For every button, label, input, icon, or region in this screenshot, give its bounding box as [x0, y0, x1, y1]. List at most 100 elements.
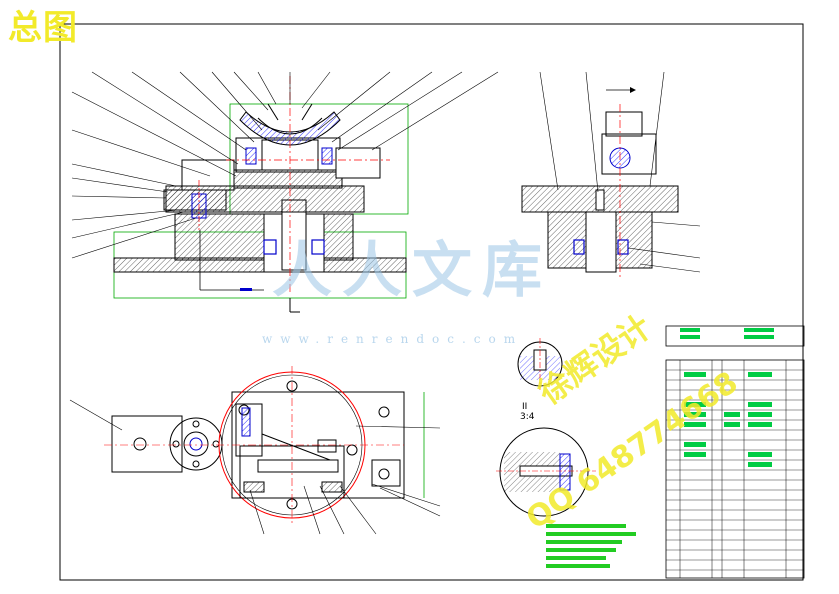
- leader-line: [331, 71, 433, 143]
- end-block: [371, 459, 401, 487]
- aux-mark: [240, 288, 252, 291]
- blue-sensor: [241, 407, 251, 437]
- note-line: [546, 564, 610, 568]
- bolt-hole-5: [378, 406, 390, 418]
- bom-cell: [684, 372, 706, 377]
- bearing-top-right: [321, 147, 333, 165]
- leader-line: [539, 71, 559, 191]
- leader-line: [71, 209, 179, 221]
- leader-line: [303, 485, 321, 535]
- leader-line: [649, 71, 665, 187]
- leader-line: [627, 247, 701, 259]
- arm-rect: [111, 415, 183, 473]
- cylinder: [335, 147, 381, 179]
- leader-lines-side: [539, 71, 701, 273]
- arrow-marker-icon: [630, 87, 636, 93]
- leader-line: [179, 71, 255, 143]
- diag-link: [261, 433, 331, 461]
- flange-bolt-3: [192, 460, 200, 468]
- bom-cell: [684, 412, 706, 417]
- leader-line: [301, 71, 331, 109]
- side-bore: [585, 211, 617, 273]
- leader-line: [71, 195, 167, 199]
- arc-line-a: [267, 103, 279, 121]
- flange-outer: [169, 417, 223, 471]
- leader-line: [233, 71, 269, 111]
- section-numeral: II: [522, 402, 528, 412]
- bom-cell: [684, 402, 706, 407]
- leader-line: [71, 91, 237, 177]
- leader-line: [355, 425, 441, 429]
- bill-of-materials: [665, 325, 805, 579]
- side-bearing-left: [573, 239, 585, 255]
- bom-cell: [724, 422, 740, 427]
- bom-cell: [748, 452, 772, 457]
- arc-line-b: [301, 103, 313, 121]
- leader-line: [371, 71, 499, 151]
- bearing-top-left: [245, 147, 257, 165]
- detail-2-insert: [559, 453, 571, 491]
- leader-line: [337, 71, 463, 151]
- leader-line: [91, 71, 239, 165]
- leader-line: [69, 399, 123, 431]
- leader-line: [249, 489, 265, 535]
- side-pin: [595, 189, 605, 211]
- leader-line: [131, 71, 247, 151]
- leader-line: [71, 211, 185, 239]
- detail-circle-2: [499, 427, 589, 517]
- turntable-hub: [233, 169, 343, 189]
- bearing-left: [263, 239, 277, 255]
- clamp-block-top: [317, 439, 337, 453]
- bearing-right: [311, 239, 325, 255]
- side-bracket: [235, 403, 263, 457]
- v-block-inner: [257, 117, 323, 135]
- bom-green-cells: [684, 372, 772, 467]
- section-scale: 3:4: [520, 412, 535, 422]
- detail-view-2: [496, 427, 596, 517]
- technical-notes: [546, 524, 636, 568]
- leader-line: [651, 221, 701, 227]
- bom-cell: [724, 412, 740, 417]
- hatched-bar-1: [243, 481, 265, 493]
- leader-line: [585, 71, 599, 193]
- side-cylinder-housing: [601, 133, 657, 175]
- watermark-url: www.renrendoc.com: [262, 332, 524, 346]
- note-line: [546, 532, 636, 536]
- leader-line: [71, 163, 177, 187]
- leader-line: [317, 71, 391, 131]
- leader-line: [639, 263, 701, 273]
- bom-cell: [748, 372, 772, 377]
- watermark-brand: 人人文库: [272, 236, 552, 306]
- bom-cell: [680, 328, 700, 332]
- leader-line: [339, 485, 377, 535]
- leader-line: [71, 217, 197, 259]
- bom-cell: [748, 422, 772, 427]
- drawing-frame: [59, 23, 804, 581]
- corner-title: 总图: [8, 8, 78, 48]
- leader-line: [379, 487, 441, 517]
- top-view: [104, 366, 425, 524]
- leader-lines-top: [69, 399, 441, 535]
- side-bearing-right: [617, 239, 629, 255]
- front-view: [113, 76, 409, 313]
- bom-cell: [748, 462, 772, 467]
- leader-lines-front: [71, 71, 499, 259]
- leader-line: [71, 129, 211, 177]
- bom-upper: [665, 325, 805, 347]
- bolt-hole-3: [346, 444, 358, 456]
- bom-cell: [748, 402, 772, 407]
- hatched-bar-2: [321, 481, 343, 493]
- flange-bolt-4: [172, 440, 180, 448]
- flange-inner: [183, 431, 209, 457]
- bom-cell: [684, 452, 706, 457]
- leader-line: [257, 71, 277, 105]
- flange-bore: [189, 437, 203, 451]
- detail-view-1: [517, 338, 563, 390]
- arm-hole-1: [133, 437, 147, 451]
- leader-line: [71, 177, 169, 193]
- bolt-hole-1: [286, 380, 298, 392]
- flange-bolt-2: [212, 440, 220, 448]
- bom-cell: [680, 335, 700, 339]
- note-line: [546, 540, 622, 544]
